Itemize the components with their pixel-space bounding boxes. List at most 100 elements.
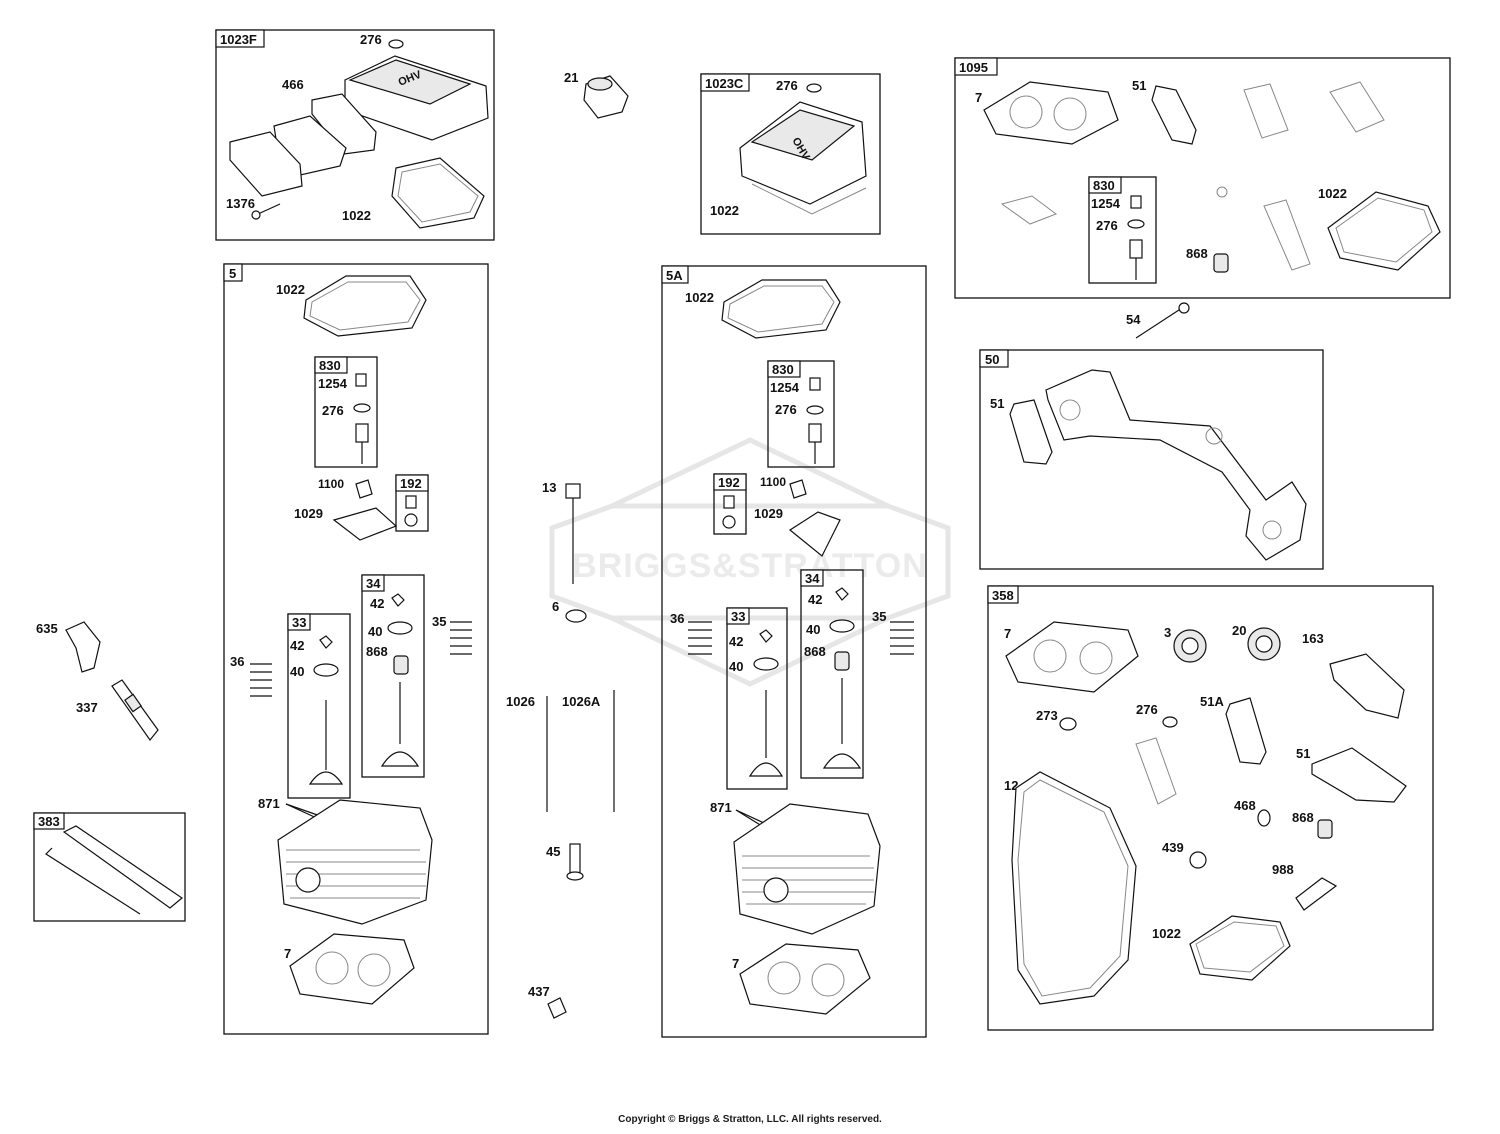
callout-276[interactable]: 276 [775,402,797,417]
callout-40[interactable]: 40 [806,622,820,637]
callout-7[interactable]: 7 [284,946,291,961]
rocker-nut [722,515,736,529]
kit-192-tag[interactable]: 192 [718,475,740,490]
group-50-tag[interactable]: 50 [985,352,999,367]
kit-34-frame [361,574,425,778]
bore-2 [1053,97,1087,131]
callout-54[interactable]: 54 [1126,312,1141,327]
callout-7[interactable]: 7 [1004,626,1011,641]
oil-seal-3-hole [1181,637,1199,655]
washer-276 [1127,219,1145,229]
kit-33-frame [287,613,351,799]
oil-fill-cap-top [587,77,613,91]
callout-21[interactable]: 21 [564,70,578,85]
callout-35[interactable]: 35 [872,609,886,624]
watermark-text: BRIGGS&STRATTON [572,547,928,585]
callout-337[interactable]: 337 [76,700,98,715]
crankcase-gasket-12 [1011,771,1137,1005]
callout-7[interactable]: 7 [975,90,982,105]
kit-33-tag[interactable]: 33 [731,609,745,624]
callout-1026A[interactable]: 1026A [562,694,601,709]
kit-34-tag[interactable]: 34 [366,576,381,591]
kit-34-tag[interactable]: 34 [805,571,820,586]
callout-1022[interactable]: 1022 [1152,926,1181,941]
callout-635[interactable]: 635 [36,621,58,636]
nut-1254 [809,377,821,391]
callout-40[interactable]: 40 [729,659,743,674]
callout-1254[interactable]: 1254 [318,376,348,391]
cooling-fins [742,855,874,905]
kit-830-tag[interactable]: 830 [772,362,794,377]
kit-33-tag-box [726,607,750,625]
callout-276[interactable]: 276 [322,403,344,418]
callout-868[interactable]: 868 [366,644,388,659]
callout-468[interactable]: 468 [1234,798,1256,813]
callout-1022[interactable]: 1022 [276,282,305,297]
callout-51[interactable]: 51 [1296,746,1310,761]
group-1023C-tag[interactable]: 1023C [705,76,744,91]
callout-276[interactable]: 276 [1136,702,1158,717]
callout-36[interactable]: 36 [230,654,244,669]
valve-spring-36 [688,621,712,655]
callout-1029[interactable]: 1029 [294,506,323,521]
callout-40[interactable]: 40 [368,624,382,639]
callout-439[interactable]: 439 [1162,840,1184,855]
callout-988[interactable]: 988 [1272,862,1294,877]
callout-51[interactable]: 51 [990,396,1004,411]
callout-276[interactable]: 276 [360,32,382,47]
callout-20[interactable]: 20 [1232,623,1246,638]
callout-3[interactable]: 3 [1164,625,1171,640]
callout-1029[interactable]: 1029 [754,506,783,521]
callout-35[interactable]: 35 [432,614,446,629]
callout-1254[interactable]: 1254 [1091,196,1121,211]
callout-868[interactable]: 868 [804,644,826,659]
callout-1022[interactable]: 1022 [342,208,371,223]
callout-1100[interactable]: 1100 [760,475,786,489]
callout-7[interactable]: 7 [732,956,739,971]
callout-276[interactable]: 276 [1096,218,1118,233]
kit-830-tag[interactable]: 830 [319,358,341,373]
callout-1026[interactable]: 1026 [506,694,535,709]
kit-830-tag[interactable]: 830 [1093,178,1115,193]
callout-45[interactable]: 45 [546,844,560,859]
callout-868[interactable]: 868 [1186,246,1208,261]
callout-13[interactable]: 13 [542,480,556,495]
callout-1022[interactable]: 1022 [685,290,714,305]
kit-192-tag[interactable]: 192 [400,476,422,491]
group-383-tag[interactable]: 383 [38,814,60,829]
callout-466[interactable]: 466 [282,77,304,92]
callout-163[interactable]: 163 [1302,631,1324,646]
callout-36[interactable]: 36 [670,611,684,626]
callout-1254[interactable]: 1254 [770,380,800,395]
callout-42[interactable]: 42 [808,592,822,607]
group-1023F-tag[interactable]: 1023F [220,32,257,47]
callout-1022[interactable]: 1022 [710,203,739,218]
callout-1022[interactable]: 1022 [1318,186,1347,201]
callout-276[interactable]: 276 [776,78,798,93]
callout-6[interactable]: 6 [552,599,559,614]
group-358-tag[interactable]: 358 [992,588,1014,603]
oil-seal-20-hole [1255,635,1273,653]
callout-437[interactable]: 437 [528,984,550,999]
callout-871[interactable]: 871 [710,800,732,815]
callout-1376[interactable]: 1376 [226,196,255,211]
callout-51[interactable]: 51 [1132,78,1146,93]
callout-51A[interactable]: 51A [1200,694,1224,709]
callout-40[interactable]: 40 [290,664,304,679]
group-5-tag[interactable]: 5 [229,266,236,281]
callout-1100[interactable]: 1100 [318,477,344,491]
kit-33-tag[interactable]: 33 [292,615,306,630]
callout-12[interactable]: 12 [1004,778,1018,793]
group-5A-tag[interactable]: 5A [666,268,683,283]
callout-871[interactable]: 871 [258,796,280,811]
callout-42[interactable]: 42 [370,596,384,611]
group-1095-tag[interactable]: 1095 [959,60,988,75]
callout-868[interactable]: 868 [1292,810,1314,825]
callout-273[interactable]: 273 [1036,708,1058,723]
cylinder-head [733,803,881,935]
callout-42[interactable]: 42 [290,638,304,653]
kit-34-tag-box [800,569,824,587]
callout-42[interactable]: 42 [729,634,743,649]
spring-cap-40 [387,621,413,635]
group-1023C-tag-box [700,73,750,92]
